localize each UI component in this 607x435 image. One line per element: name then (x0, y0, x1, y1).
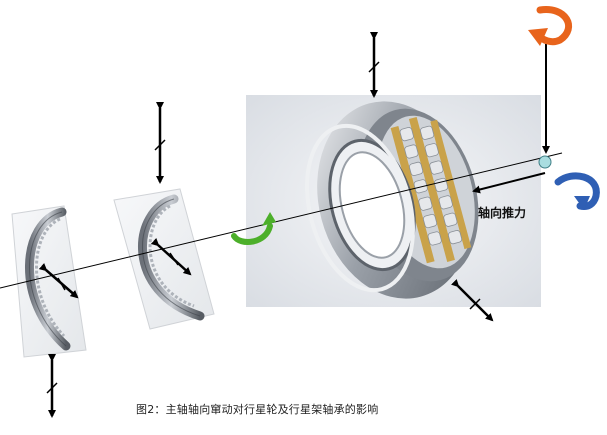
double-arrow-icon (46, 354, 58, 418)
figure-caption: 图2：主轴轴向窜动对行星轮及行星架轴承的影响 (136, 403, 379, 416)
axial-thrust-label: 轴向推力 (478, 205, 526, 220)
double-arrow-icon (450, 278, 494, 322)
double-arrow-icon (150, 238, 192, 276)
rotation-arrow-icon (231, 212, 276, 245)
double-arrow-icon (154, 102, 166, 184)
shaft-axis-line (0, 152, 563, 289)
pivot-point-icon (538, 155, 552, 169)
ring-card-middle (113, 188, 215, 330)
rotation-arrow-icon (554, 172, 600, 210)
ring-card-left (11, 205, 87, 358)
double-arrow-icon (38, 263, 79, 299)
spherical-roller-bearing (305, 101, 479, 299)
axial-thrust-arrow (472, 172, 546, 194)
double-arrow-icon (368, 32, 380, 98)
rotation-arrow-icon (528, 6, 573, 46)
